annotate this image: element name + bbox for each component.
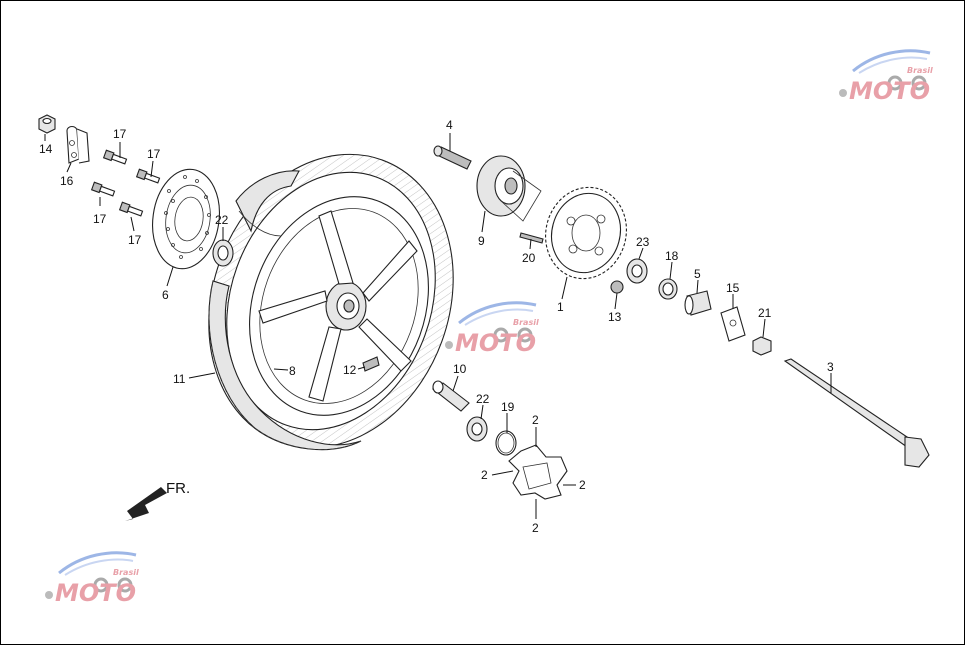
watermark-logo-middle: MOTO Brasil	[443, 301, 539, 357]
callout-2: 2	[579, 478, 586, 492]
nut-21-part	[752, 336, 772, 356]
watermark-logo-top: MOTO Brasil	[837, 49, 933, 105]
watermark-tagline: Brasil	[907, 66, 933, 75]
leader-lines	[44, 133, 832, 519]
axle-3-part	[783, 358, 930, 468]
watermark-text: MOTO	[849, 77, 930, 105]
callout-9: 9	[478, 234, 485, 248]
watermark-text: MOTO	[55, 579, 136, 607]
collar-10-part	[432, 380, 470, 412]
nut-14-part	[38, 114, 56, 134]
nut-13-part	[610, 280, 624, 294]
callout-23: 23	[636, 235, 650, 249]
bolt-20-part	[519, 232, 544, 244]
callout-6: 6	[162, 288, 169, 302]
callout-12: 12	[343, 363, 357, 377]
bearing-22-lower-part	[466, 416, 488, 442]
callout-10: 10	[453, 362, 467, 376]
callout-22: 22	[476, 392, 490, 406]
front-direction-arrow: FR.	[125, 480, 190, 521]
callout-16: 16	[60, 174, 74, 188]
callout-17: 17	[128, 233, 142, 247]
callout-1: 1	[557, 300, 564, 314]
watermark-tagline: Brasil	[113, 568, 139, 577]
callout-8: 8	[289, 364, 296, 378]
flange-hub-9-part	[476, 155, 542, 222]
callout-5: 5	[694, 267, 701, 281]
callout-15: 15	[726, 281, 740, 295]
bracket-16-part	[66, 125, 90, 164]
stud-4-part	[433, 145, 472, 170]
collar-5-part	[684, 290, 712, 316]
callout-17: 17	[93, 212, 107, 226]
front-direction-label: FR.	[166, 480, 190, 497]
callout-21: 21	[758, 306, 772, 320]
callout-20: 20	[522, 251, 536, 265]
seal-18-part	[658, 278, 678, 300]
callout-11: 11	[173, 372, 186, 386]
callout-2: 2	[532, 521, 539, 535]
sprocket-1-part	[545, 186, 627, 280]
callout-labels: 14 16 17 17 17 17 22 6 11 8 12 4 9 20 1 …	[39, 118, 834, 535]
callout-22: 22	[215, 213, 229, 227]
callout-17: 17	[147, 147, 161, 161]
bearing-22-upper-part	[212, 239, 234, 267]
callout-2: 2	[481, 468, 488, 482]
callout-18: 18	[665, 249, 679, 263]
callout-13: 13	[608, 310, 622, 324]
oring-19-part	[495, 430, 517, 456]
callout-14: 14	[39, 142, 53, 156]
bearing-23-part	[626, 258, 648, 284]
callout-2: 2	[532, 413, 539, 427]
damper-rubber-2-part	[508, 444, 568, 500]
callout-17: 17	[113, 127, 127, 141]
brake-disc-part	[152, 168, 220, 270]
wheel-rim-drawing	[249, 196, 429, 416]
watermark-text: MOTO	[455, 329, 536, 357]
bracket-15-part	[720, 306, 746, 342]
callout-4: 4	[446, 118, 453, 132]
watermark-tagline: Brasil	[513, 318, 539, 327]
watermark-logo-bottom: MOTO Brasil	[43, 551, 139, 607]
callout-19: 19	[501, 400, 515, 414]
valve-stem-part	[362, 356, 380, 372]
callout-3: 3	[827, 360, 834, 374]
